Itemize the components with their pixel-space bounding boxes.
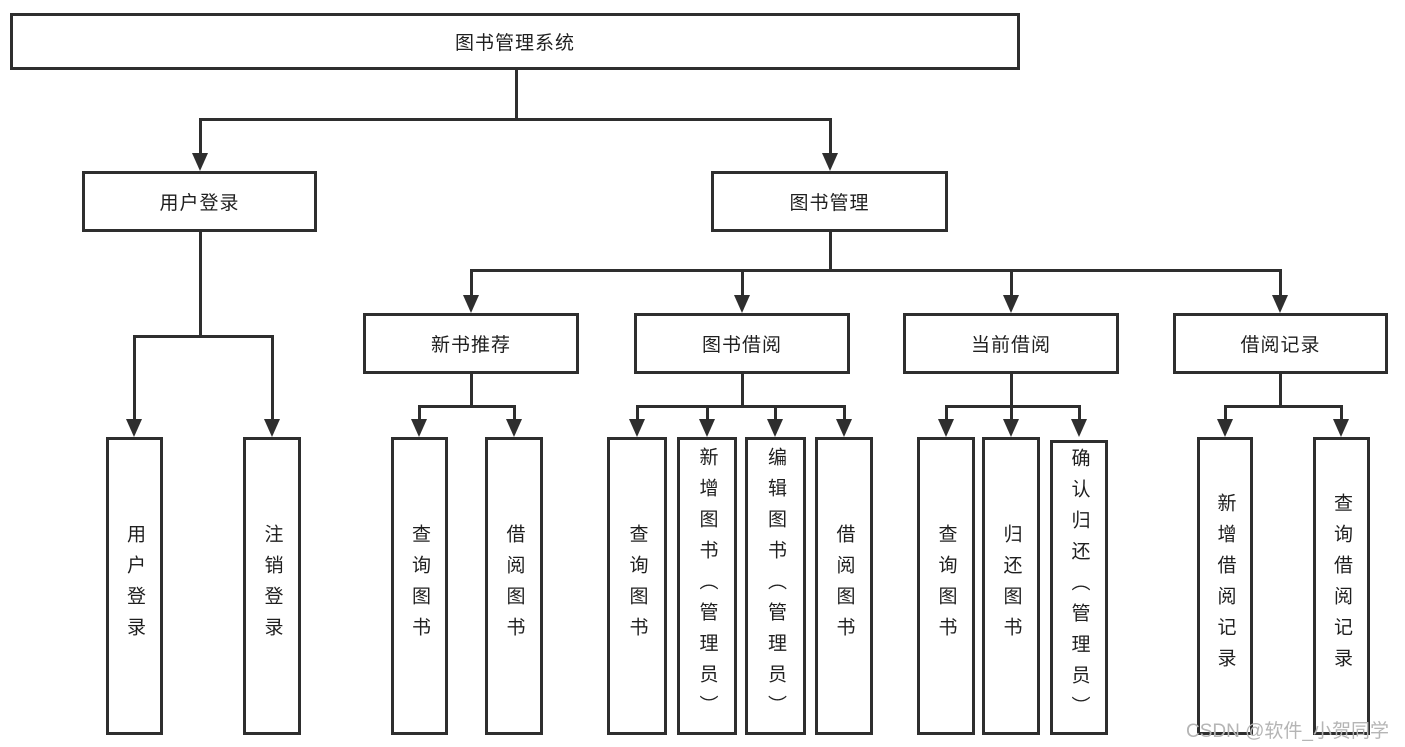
node-label: 图书管理系统 xyxy=(454,33,575,54)
connector-line xyxy=(774,405,777,420)
arrow-down-icon xyxy=(1272,295,1288,313)
connector-line xyxy=(706,405,709,420)
arrow-down-icon xyxy=(411,419,427,437)
node-label: 新书推荐 xyxy=(430,335,511,356)
connector-line xyxy=(1224,405,1227,420)
arrow-down-icon xyxy=(822,153,838,171)
node-root: 图书管理系统 xyxy=(10,13,1020,70)
node-label: 查询图书 xyxy=(626,524,648,648)
leaf-logout: 注销登录 xyxy=(243,437,301,735)
leaf-add-borrow-record: 新增借阅记录 xyxy=(1197,437,1253,735)
node-label: 编辑图书（管理员） xyxy=(765,446,786,726)
arrow-down-icon xyxy=(1003,295,1019,313)
connector-line xyxy=(1279,269,1282,296)
leaf-edit-books-admin: 编辑图书（管理员） xyxy=(745,437,806,735)
node-label: 查询借阅记录 xyxy=(1331,493,1352,679)
leaf-user-login: 用户登录 xyxy=(106,437,163,735)
node-label: 用户登录 xyxy=(159,193,240,214)
connector-line xyxy=(945,405,948,420)
node-label: 借阅图书 xyxy=(833,524,855,648)
node-label: 借阅图书 xyxy=(503,524,525,648)
connector-line xyxy=(741,269,744,296)
leaf-query-books-3: 查询图书 xyxy=(917,437,975,735)
leaf-query-books-2: 查询图书 xyxy=(607,437,667,735)
node-current-borrow: 当前借阅 xyxy=(903,313,1119,374)
node-user-login: 用户登录 xyxy=(82,171,317,232)
arrow-down-icon xyxy=(463,295,479,313)
leaf-add-books-admin: 新增图书（管理员） xyxy=(677,437,737,735)
connector-line xyxy=(1010,374,1013,405)
connector-line xyxy=(1279,374,1282,405)
connector-line xyxy=(741,374,744,405)
node-label: 用户登录 xyxy=(124,524,145,648)
leaf-borrow-books-1: 借阅图书 xyxy=(485,437,543,735)
connector-line xyxy=(133,335,274,338)
leaf-return-books: 归还图书 xyxy=(982,437,1040,735)
node-new-book-recommend: 新书推荐 xyxy=(363,313,579,374)
connector-line xyxy=(133,335,136,420)
arrow-down-icon xyxy=(938,419,954,437)
connector-line xyxy=(199,118,202,154)
node-book-borrow: 图书借阅 xyxy=(634,313,850,374)
node-label: 当前借阅 xyxy=(970,335,1051,356)
arrow-down-icon xyxy=(836,419,852,437)
connector-line xyxy=(199,232,202,335)
connector-line xyxy=(636,405,639,420)
connector-line xyxy=(1078,405,1081,420)
connector-line xyxy=(515,70,518,121)
connector-line xyxy=(1340,405,1343,420)
connector-line xyxy=(829,232,832,269)
node-borrow-records: 借阅记录 xyxy=(1173,313,1388,374)
connector-line xyxy=(1010,269,1013,296)
connector-line xyxy=(829,118,832,154)
connector-line xyxy=(636,405,845,408)
node-label: 查询图书 xyxy=(409,524,430,648)
connector-line xyxy=(418,405,516,408)
node-label: 查询图书 xyxy=(935,524,957,648)
connector-line xyxy=(513,405,516,420)
node-label: 确认归还（管理员） xyxy=(1068,448,1090,727)
arrow-down-icon xyxy=(734,295,750,313)
arrow-down-icon xyxy=(1003,419,1019,437)
node-label: 归还图书 xyxy=(1000,524,1022,648)
arrow-down-icon xyxy=(767,419,783,437)
arrow-down-icon xyxy=(629,419,645,437)
arrow-down-icon xyxy=(192,153,208,171)
connector-line xyxy=(470,269,1282,272)
leaf-query-books-1: 查询图书 xyxy=(391,437,448,735)
leaf-confirm-return-admin: 确认归还（管理员） xyxy=(1050,440,1108,735)
leaf-query-borrow-record: 查询借阅记录 xyxy=(1313,437,1370,735)
connector-line xyxy=(418,405,421,420)
watermark: CSDN @软件_小贺同学 xyxy=(1186,721,1389,742)
arrow-down-icon xyxy=(1071,419,1087,437)
arrow-down-icon xyxy=(264,419,280,437)
node-label: 注销登录 xyxy=(261,524,283,648)
arrow-down-icon xyxy=(1217,419,1233,437)
connector-line xyxy=(843,405,846,420)
arrow-down-icon xyxy=(699,419,715,437)
connector-line xyxy=(199,118,832,121)
arrow-down-icon xyxy=(1333,419,1349,437)
node-label: 新增图书（管理员） xyxy=(696,446,718,726)
node-label: 图书管理 xyxy=(789,193,870,214)
connector-line xyxy=(1010,405,1013,420)
node-label: 图书借阅 xyxy=(701,335,782,356)
connector-line xyxy=(470,269,473,296)
connector-line xyxy=(470,374,473,405)
node-label: 借阅记录 xyxy=(1240,335,1321,356)
connector-line xyxy=(1224,405,1343,408)
connector-line xyxy=(945,405,1081,408)
leaf-borrow-books-2: 借阅图书 xyxy=(815,437,873,735)
node-book-management: 图书管理 xyxy=(711,171,948,232)
node-label: 新增借阅记录 xyxy=(1214,493,1236,679)
arrow-down-icon xyxy=(126,419,142,437)
arrow-down-icon xyxy=(506,419,522,437)
connector-line xyxy=(271,335,274,420)
